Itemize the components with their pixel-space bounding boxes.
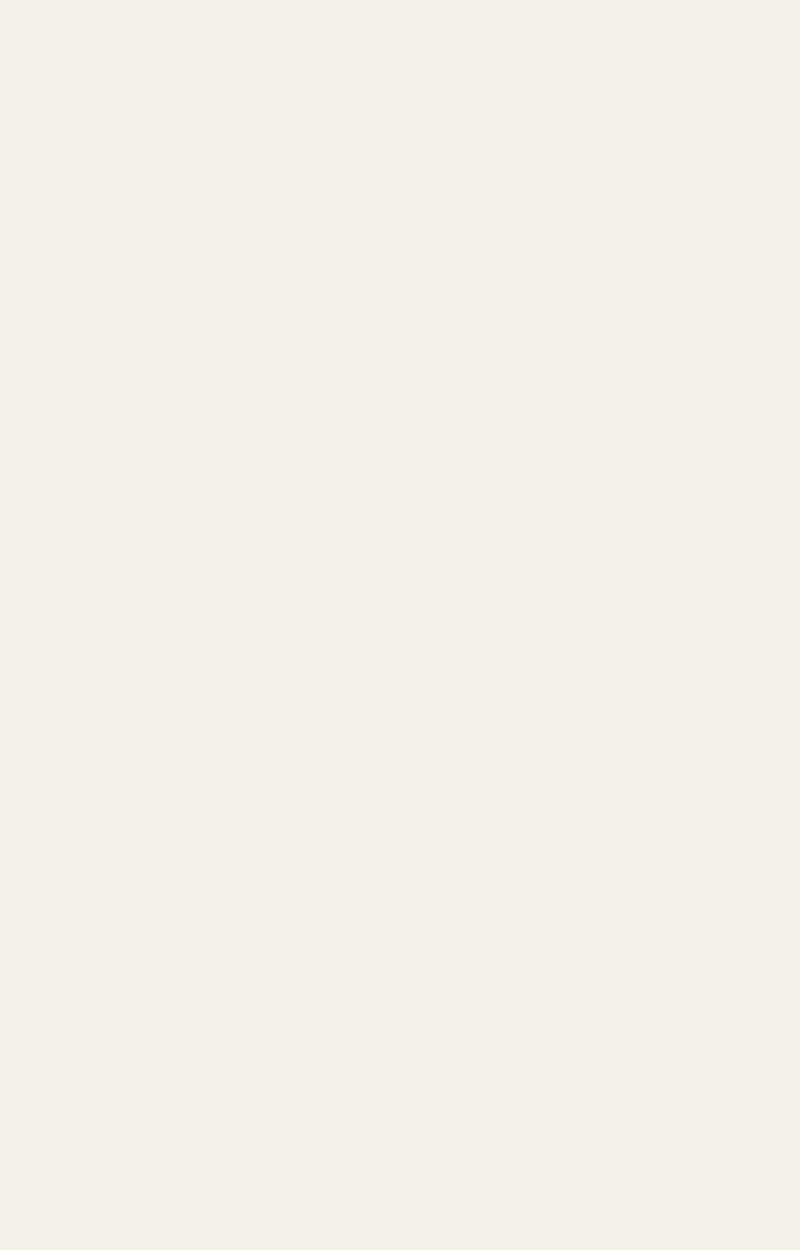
drawing-canvas bbox=[0, 0, 800, 1250]
paper-background bbox=[0, 0, 800, 1250]
engine-sectional-drawing bbox=[0, 0, 800, 1250]
